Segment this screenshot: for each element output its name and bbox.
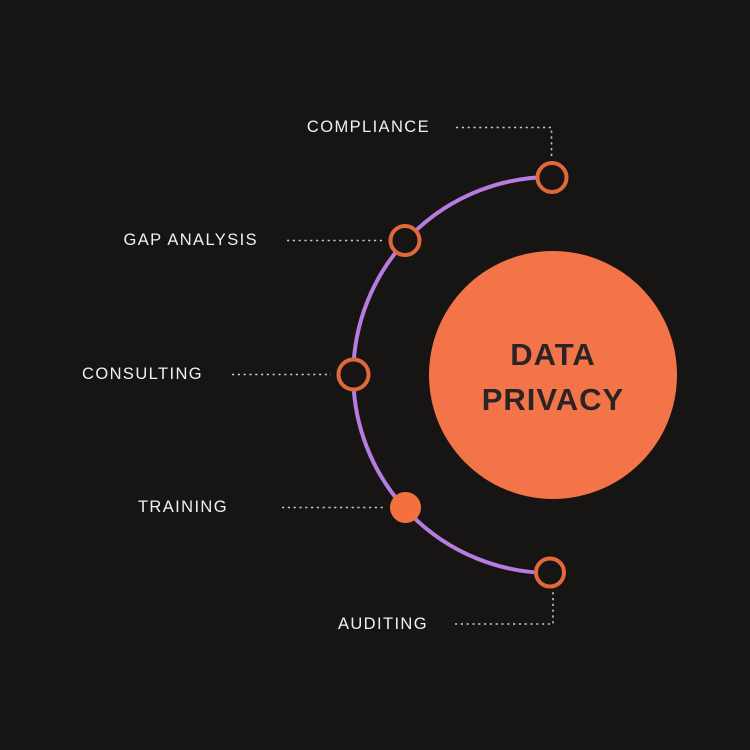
node-marker-compliance [535, 161, 569, 194]
node-label-training: TRAINING [137, 498, 228, 516]
node-label-consulting: CONSULTING [82, 365, 203, 383]
center-title-line2: PRIVACY [481, 382, 625, 417]
node-label-gap-analysis: GAP ANALYSIS [123, 231, 258, 249]
node-marker-consulting [336, 357, 371, 392]
center-title-line1: DATA [510, 337, 596, 372]
connector-compliance [456, 126, 553, 158]
node-label-compliance: COMPLIANCE [306, 118, 430, 136]
node-label-auditing: AUDITING [337, 615, 428, 633]
center-title: DATA PRIVACY [423, 332, 683, 422]
node-marker-gap-analysis [388, 224, 422, 257]
connector-auditing [455, 590, 554, 625]
center-circle [429, 251, 677, 499]
node-marker-training [390, 492, 421, 523]
node-marker-auditing [534, 556, 566, 589]
